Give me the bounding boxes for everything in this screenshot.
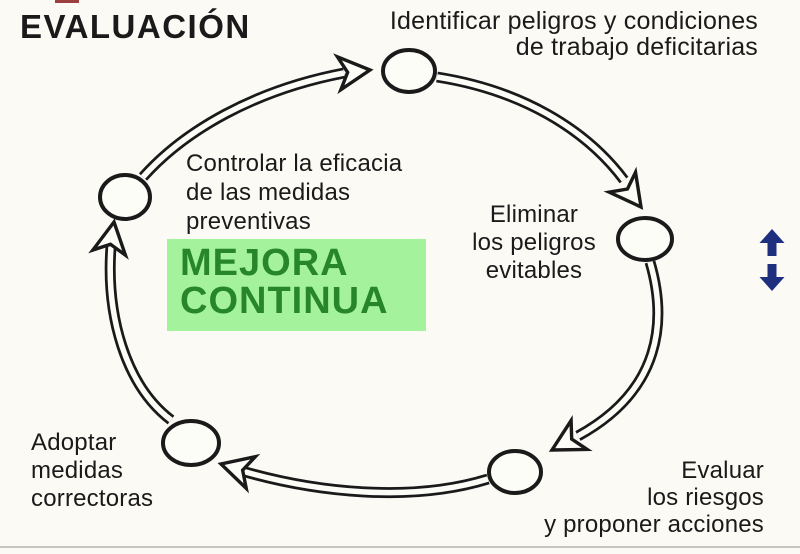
step-label-identificar: Identificar peligros y condiciones de tr… <box>389 7 758 61</box>
mejora-continua-box: MEJORA CONTINUA <box>167 239 426 331</box>
arrow-controlar-to-identificar <box>138 53 374 181</box>
step-label-evaluar: Evaluar los riesgos y proponer acciones <box>544 457 764 538</box>
arrowhead-icon <box>217 453 261 494</box>
top-edge-red-mark <box>55 0 79 3</box>
node-eliminar <box>616 216 674 262</box>
arrowhead-icon <box>548 415 593 452</box>
vertical-scroll-arrows-icon[interactable] <box>759 229 785 292</box>
arrowhead-icon <box>603 166 644 210</box>
arrow-eliminar-to-evaluar <box>548 260 664 452</box>
node-evaluar-highlighted <box>487 449 543 495</box>
node-identificar <box>381 48 437 94</box>
page-title: EVALUACIÓN <box>20 8 251 45</box>
down-arrow-icon[interactable] <box>759 264 785 291</box>
up-arrow-icon[interactable] <box>759 229 785 256</box>
step-label-eliminar: Eliminar los peligros evitables <box>472 201 596 284</box>
slide-bottom-border <box>0 546 800 548</box>
arrow-evaluar-to-adoptar <box>217 453 490 499</box>
arrow-adoptar-to-controlar <box>88 218 175 425</box>
arrowhead-icon <box>333 53 374 95</box>
node-adoptar <box>161 419 221 467</box>
node-controlar <box>98 173 152 221</box>
step-label-adoptar: Adoptar medidas correctoras <box>31 429 154 512</box>
arrowhead-icon <box>88 218 129 260</box>
arrow-identificar-to-eliminar <box>436 71 644 210</box>
step-label-controlar: Controlar la eficacia de las medidas pre… <box>186 150 403 235</box>
